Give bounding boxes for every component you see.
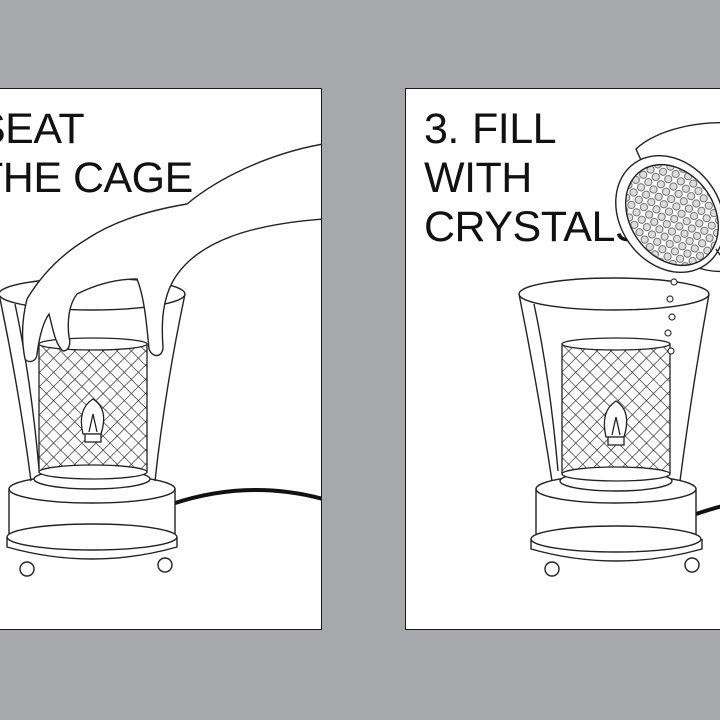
warmer-base [6, 468, 178, 577]
hand [21, 143, 321, 363]
warmer-with-crystal-jar-illustration [518, 122, 720, 577]
step-3-text: FILL WITH CRYSTALS [424, 105, 644, 251]
step-panel-fill-crystals: 3.FILL WITH CRYSTALS [405, 88, 720, 630]
glass-shade [518, 277, 710, 482]
cage [561, 337, 671, 482]
glass-shade [0, 277, 186, 482]
step-2-label: SEAT THE CAGE [0, 105, 193, 202]
step-3-label: 3.FILL WITH CRYSTALS [424, 105, 644, 252]
step-panel-seat-cage: SEAT THE CAGE [0, 88, 322, 630]
power-cord [695, 504, 720, 516]
falling-crystals [664, 278, 678, 355]
warmer-with-hand-illustration [0, 143, 321, 577]
power-cord [171, 487, 321, 506]
cage [38, 337, 148, 480]
step-3-number: 3. [424, 105, 459, 153]
warmer-base [530, 470, 703, 577]
crystal-jar [615, 122, 720, 274]
